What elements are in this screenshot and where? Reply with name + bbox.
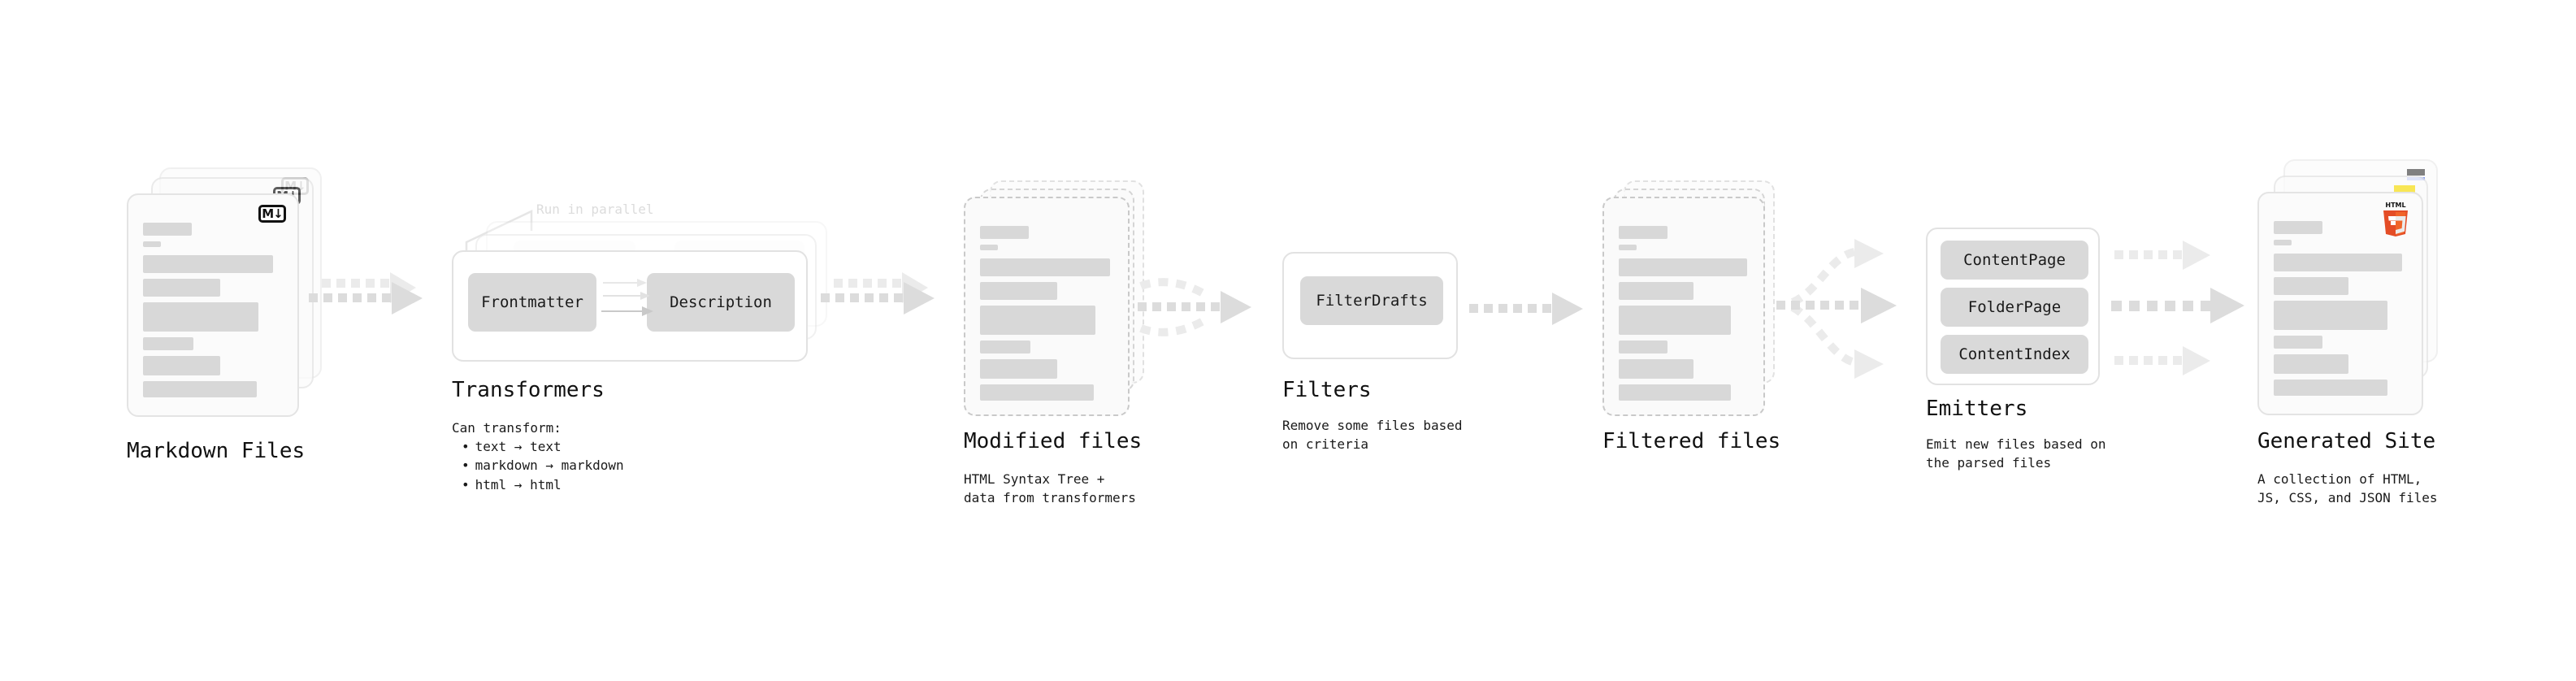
arrow-markdown-to-transformers (309, 272, 423, 314)
run-in-parallel-label: Run in parallel (536, 202, 654, 217)
emitter-chip-contentindex[interactable]: ContentIndex (1941, 335, 2088, 374)
subtext-line: Emit new files based on (1926, 436, 2106, 452)
generated-site-subtext: A collection of HTML, JS, CSS, and JSON … (2257, 470, 2438, 507)
generated-file-html: HTML (2257, 192, 2423, 415)
emitter-chip-folderpage[interactable]: FolderPage (1941, 288, 2088, 327)
transform-item: html → html (452, 475, 624, 494)
emitters-group: ContentPage FolderPage ContentIndex (1926, 228, 2100, 385)
emitter-chip-contentpage[interactable]: ContentPage (1941, 241, 2088, 280)
stage-heading-markdown-files: Markdown Files (127, 439, 306, 463)
transformer-chip-description[interactable]: Description (647, 273, 795, 332)
subtext-line: A collection of HTML, (2257, 471, 2422, 487)
markdown-file-front: M↓ (127, 193, 299, 417)
stage-heading-filters: Filters (1282, 378, 1372, 402)
stage-heading-modified-files: Modified files (964, 429, 1143, 453)
subtext-line: the parsed files (1926, 455, 2052, 471)
transformers-subtext-title: Can transform: (452, 420, 562, 436)
subtext-line: HTML Syntax Tree + (964, 471, 1105, 487)
markdown-icon: M↓ (258, 205, 286, 223)
subtext-line: data from transformers (964, 490, 1136, 506)
transform-item: markdown → markdown (452, 456, 624, 475)
subtext-line: on criteria (1282, 436, 1368, 453)
markdown-icon-label: M↓ (262, 206, 283, 221)
html5-wordmark: HTML (2385, 202, 2405, 209)
transformers-subtext-list: text → text markdown → markdown html → h… (452, 437, 624, 494)
doc-content-lines (1619, 226, 1749, 406)
html5-icon: HTML (2383, 202, 2408, 236)
filters-group: FilterDrafts (1282, 252, 1458, 359)
transform-item: text → text (452, 437, 624, 456)
stage-heading-generated-site: Generated Site (2257, 429, 2436, 453)
modified-files-subtext: HTML Syntax Tree + data from transformer… (964, 470, 1136, 507)
arrow-emitters-to-site (2111, 241, 2244, 375)
transformers-group: Frontmatter Description (452, 250, 808, 362)
transformer-chip-frontmatter[interactable]: Frontmatter (468, 273, 596, 332)
filtered-file-front (1602, 197, 1765, 416)
subtext-line: JS, CSS, and JSON files (2257, 490, 2438, 506)
subtext-line: Remove some files based (1282, 418, 1463, 433)
transformer-inner-arrows (601, 279, 653, 316)
filter-chip-filterdrafts[interactable]: FilterDrafts (1300, 276, 1443, 325)
filters-subtext: Remove some files based on criteria (1282, 416, 1463, 453)
arrow-transformers-to-modified (821, 272, 935, 314)
transformers-subtext: Can transform: text → text markdown → ma… (452, 419, 624, 494)
modified-file-front (964, 197, 1130, 416)
doc-content-lines (143, 223, 283, 403)
arrow-filters-to-filtered (1469, 293, 1583, 325)
stage-heading-filtered-files: Filtered files (1602, 429, 1781, 453)
doc-content-lines (980, 226, 1113, 406)
doc-content-lines (2274, 221, 2407, 401)
arrow-filtered-to-emitters (1776, 239, 1897, 379)
arrow-modified-to-filters (1138, 278, 1251, 336)
emitters-subtext: Emit new files based on the parsed files (1926, 435, 2106, 472)
stage-heading-emitters: Emitters (1926, 397, 2028, 421)
stage-heading-transformers: Transformers (452, 378, 605, 402)
